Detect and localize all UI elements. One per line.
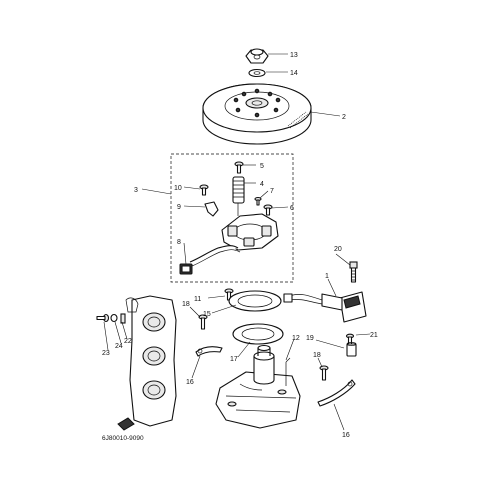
callout-12: 12 [292,335,300,342]
part-10-bolt [199,184,209,196]
part-22-clip [120,313,126,324]
callout-24: 24 [115,343,123,350]
part-16-bracket-right [317,379,356,407]
callout-labels: 13 14 2 3 5 4 10 7 9 6 8 11 15 20 1 21 1… [102,52,378,439]
callout-22: 22 [124,338,132,345]
callout-11: 11 [194,296,201,303]
diagram-code: 6J80010-9090 [102,435,144,442]
part-20-bolt [349,261,358,283]
callout-10: 10 [174,185,182,192]
callout-21: 21 [370,332,378,339]
part-2-flywheel [202,83,312,145]
callout-19: 19 [306,335,314,342]
part-5-screw [234,161,244,174]
callout-18-left: 18 [182,301,190,308]
part-17-bearing-plate [232,323,284,345]
callout-7: 7 [270,188,274,195]
callout-4: 4 [260,181,264,188]
part-9-wire-clamp [204,201,219,217]
stator-base-plate [221,203,279,251]
part-4-charge-coil [232,176,245,204]
part-18-bolt-left [198,314,208,330]
callout-17: 17 [230,356,238,363]
callout-16-right: 16 [342,432,350,439]
part-12-crankcase [215,344,301,429]
part-15-retainer-ring [228,290,282,312]
part-19-collar [346,342,357,357]
callout-2: 2 [342,114,346,121]
part-23-screw [96,313,110,323]
part-18-bolt-right [319,365,329,381]
leader-lines [103,53,371,431]
part-8-coupler-harness [179,245,241,275]
callout-3: 3 [134,187,138,194]
callout-23: 23 [102,350,110,357]
stator-assembly-box [170,153,294,283]
callout-18-right: 18 [313,352,321,359]
callout-14: 14 [290,70,298,77]
part-14-washer [248,68,266,78]
part-16-bracket-left [195,346,223,357]
callout-6: 6 [290,205,294,212]
callout-20: 20 [334,246,342,253]
callout-16-left: 16 [186,379,194,386]
part-24-washer [110,313,118,323]
callout-8: 8 [177,239,181,246]
callout-15: 15 [203,311,211,318]
part-13-flywheel-nut [245,48,269,64]
part-6-screw [263,204,273,216]
cylinder-cover [125,295,177,427]
callout-1: 1 [325,273,329,280]
callout-9: 9 [177,204,181,211]
callout-13: 13 [290,52,298,59]
part-7-bolt [254,196,262,206]
part-1-cdi-unit [283,291,367,323]
callout-5: 5 [260,163,264,170]
label-tag [117,417,135,431]
